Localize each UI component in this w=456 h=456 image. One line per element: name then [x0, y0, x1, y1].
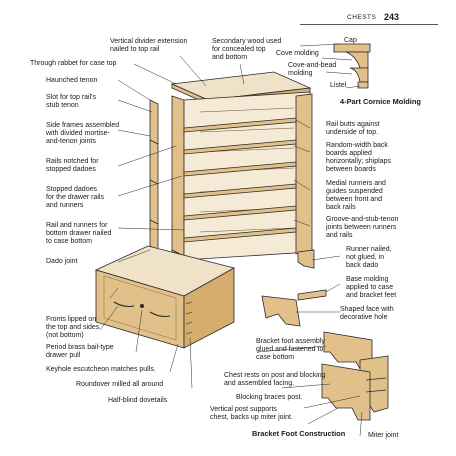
exploded-side-frame: [149, 99, 159, 251]
label-miter-joint: Miter joint: [368, 432, 399, 439]
label-random-width: Random-width back boards applied horizon…: [326, 142, 391, 173]
label-half-blind: Half-blind dovetails: [108, 397, 168, 404]
base-molding-piece: [297, 289, 327, 301]
case-left-side: [171, 95, 185, 257]
label-fronts-lipped: Fronts lipped on the top and sides (not …: [46, 316, 100, 339]
label-blocking-braces: Blocking braces post.: [236, 394, 303, 401]
label-stopped-dadoes: Stopped dadoes for the drawer rails and …: [46, 186, 104, 209]
header-rule: [300, 24, 438, 25]
label-listel: Listel: [330, 82, 347, 89]
label-groove-stub: Groove-and-stub-tenon joints between run…: [326, 216, 399, 239]
label-dado-joint: Dado joint: [46, 258, 78, 265]
label-bracket-assembly: Bracket foot assembly glued and fastened…: [256, 338, 325, 361]
label-side-frames: Side frames assembled with divided morti…: [46, 122, 120, 145]
label-slot-top-rail: Slot for top rail's stub tenon: [46, 94, 96, 109]
chest-foot-right: [297, 249, 315, 269]
label-vertical-post: Vertical post supports chest, backs up m…: [210, 406, 293, 421]
label-haunched-tenon: Haunched tenon: [46, 77, 98, 84]
cornice-profile: [333, 43, 371, 89]
keyhole-icon: [139, 303, 144, 308]
page-number: 243: [384, 12, 400, 22]
drawer-rails: [183, 117, 297, 243]
label-rails-notched: Rails notched for stopped dadoes: [46, 158, 99, 173]
label-medial-runners: Medial runners and guides suspended betw…: [326, 180, 386, 211]
label-through-rabbet: Through rabbet for case top: [30, 60, 117, 67]
label-base-molding: Base molding applied to case and bracket…: [346, 276, 397, 299]
label-shaped-face: Shaped face with decorative hole: [340, 306, 394, 321]
label-vertical-divider: Vertical divider extension nailed to top…: [110, 38, 188, 53]
drawer-pull-left-icon: [113, 301, 135, 308]
caption-cornice: 4-Part Cornice Molding: [340, 97, 421, 106]
label-roundover: Roundover milled all around: [76, 381, 164, 388]
label-secondary-wood: Secondary wood used for concealed top an…: [212, 38, 282, 61]
drawer-pull-right-icon: [149, 311, 171, 318]
label-runner-nailed: Runner nailed, not glued, in back dado: [346, 246, 392, 269]
running-head: CHESTS: [347, 14, 377, 21]
label-cove-molding: Cove molding: [276, 50, 319, 57]
label-cap: Cap: [344, 37, 357, 44]
label-rail-butts: Rail butts against underside of top.: [326, 121, 380, 136]
label-cove-bead: Cove-and-bead molding: [288, 62, 337, 77]
label-chest-rests: Chest rests on post and blocking and ass…: [224, 372, 326, 387]
label-period-brass: Period brass bail-type drawer pull: [46, 344, 114, 359]
bracket-foot-detail: [261, 295, 389, 421]
half-blind-dovetails: [185, 301, 193, 335]
caption-bracket: Bracket Foot Construction: [252, 429, 346, 438]
label-keyhole: Keyhole escutcheon matches pulls.: [46, 366, 156, 373]
drawer-side: [183, 267, 235, 349]
leader-lines: [99, 43, 363, 437]
case-right-side: [295, 93, 313, 255]
label-rail-runners: Rail and runners for bottom drawer naile…: [46, 222, 112, 245]
